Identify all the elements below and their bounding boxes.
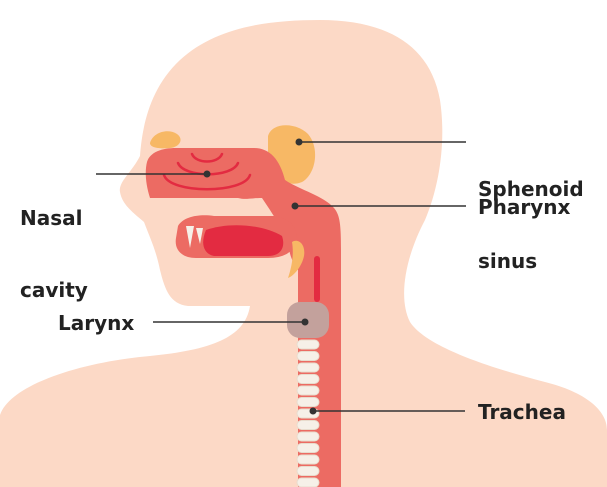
pharynx-label: Pharynx (478, 195, 570, 219)
trachea-ring (297, 352, 319, 361)
trachea-ring (297, 432, 319, 441)
larynx-dot (302, 319, 309, 326)
trachea-ring (297, 478, 319, 487)
trachea-ring (297, 363, 319, 372)
trachea-ring (297, 340, 319, 349)
trachea-ring (297, 467, 319, 476)
trachea-ring (297, 375, 319, 384)
nasal-cavity-label: Nasal cavity (20, 158, 88, 326)
pharynx-dot (292, 203, 299, 210)
larynx-label: Larynx (58, 311, 134, 335)
sphenoid-sinus-label-line2: sinus (478, 249, 584, 273)
larynx-cartilage (287, 302, 329, 338)
trachea-ring (297, 444, 319, 453)
nasal-cavity-label-line2: cavity (20, 278, 88, 302)
trachea-label: Trachea (478, 400, 566, 424)
nasal-cavity-label-line1: Nasal (20, 206, 88, 230)
trachea-ring (297, 398, 319, 407)
sphenoid-sinus-dot (296, 139, 303, 146)
trachea-ring (297, 386, 319, 395)
trachea-ring (297, 455, 319, 464)
trachea-dot (310, 408, 317, 415)
esophagus-groove (314, 256, 320, 302)
nasal-cavity-dot (204, 171, 211, 178)
trachea-ring (297, 421, 319, 430)
